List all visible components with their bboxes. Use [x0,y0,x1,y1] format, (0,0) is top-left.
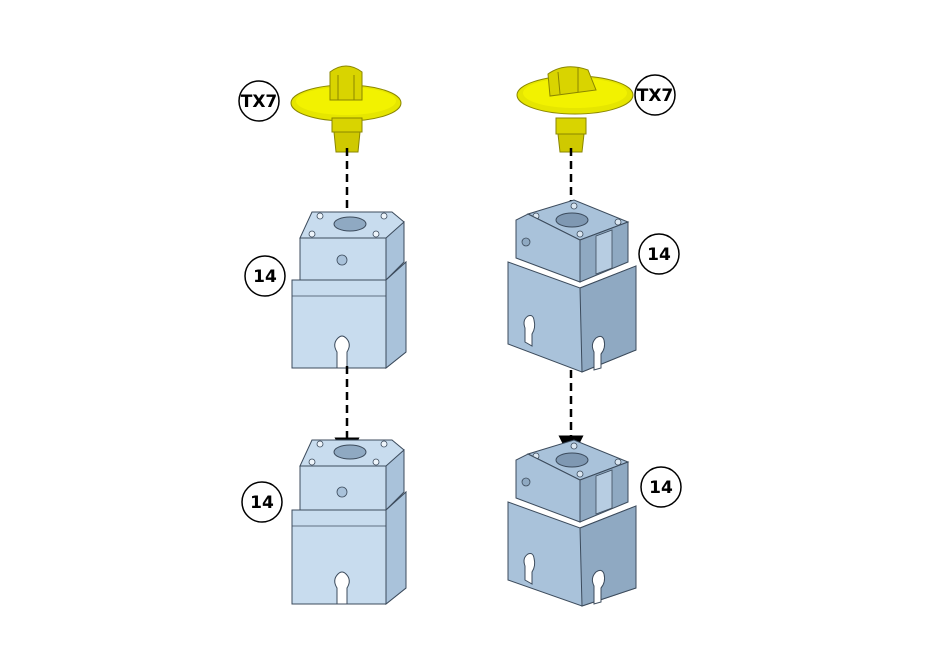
callout-label: TX7 [241,92,278,112]
callout-left-block-top: 14 [245,256,285,296]
callout-left-block-bottom: 14 [242,482,282,522]
callout-label: 14 [647,245,671,265]
callout-right-block-top: 14 [639,234,679,274]
right-fastener-clip [517,67,633,152]
left-block-upper [292,212,406,368]
callout-left-fastener: TX7 [239,81,279,121]
callout-label: TX7 [637,86,674,106]
right-block-upper [508,200,636,372]
callout-label: 14 [649,478,673,498]
left-fastener-clip [291,66,401,152]
callout-label: 14 [250,493,274,513]
callout-right-fastener: TX7 [635,75,675,115]
callout-label: 14 [253,267,277,287]
callout-right-block-bottom: 14 [641,467,681,507]
right-block-lower [508,440,636,606]
left-block-lower [292,440,406,604]
